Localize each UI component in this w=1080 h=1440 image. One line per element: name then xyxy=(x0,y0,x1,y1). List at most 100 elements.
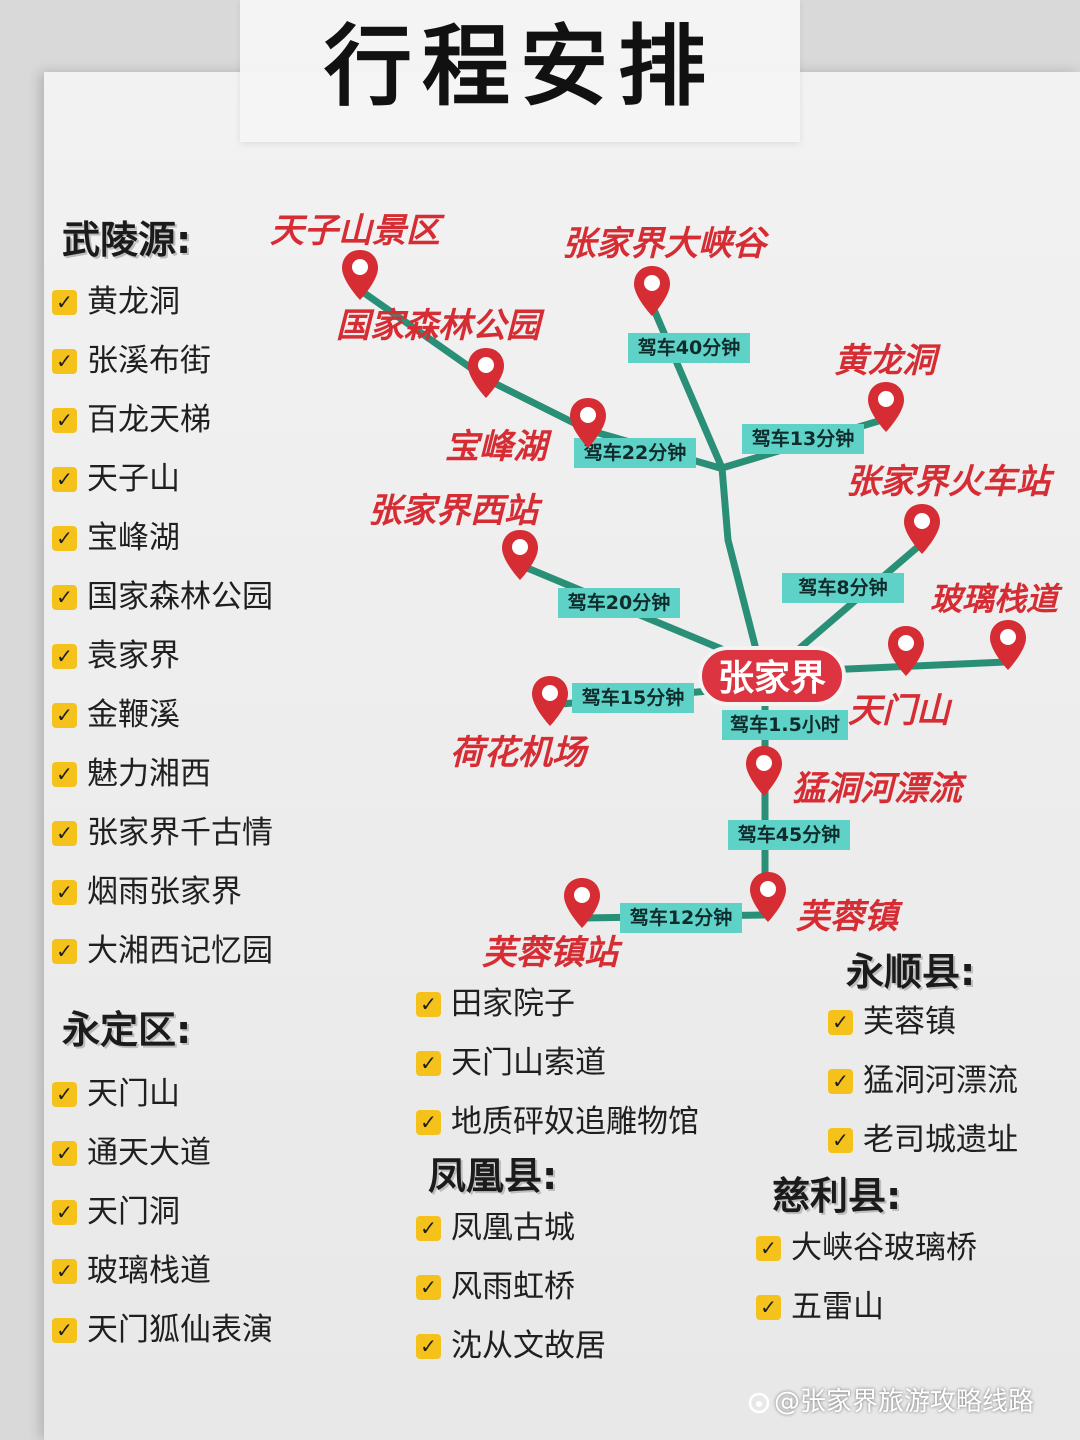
weibo-icon xyxy=(748,1392,770,1414)
item-label: 魅力湘西 xyxy=(87,756,211,792)
item-label: 玻璃栈道 xyxy=(87,1253,211,1289)
hub-label: 张家界 xyxy=(718,658,826,699)
hub-node: 张家界 xyxy=(698,646,846,706)
heading-fenghuang: 凤凰县: xyxy=(428,1154,558,1198)
place-label: 玻璃栈道 xyxy=(930,580,1063,618)
list-item: ✓ 黄龙洞 xyxy=(52,282,180,322)
place-label: 黄龙洞 xyxy=(834,341,941,381)
list-item: ✓ 天门洞 xyxy=(52,1192,180,1232)
checkbox-icon: ✓ xyxy=(416,1109,441,1135)
list-item: ✓ 五雷山 xyxy=(756,1287,884,1327)
list-item: ✓玻璃栈道 xyxy=(52,1251,211,1291)
item-label: 老司城遗址 xyxy=(863,1122,1018,1158)
list-item: ✓ 张溪布街 xyxy=(52,341,211,381)
drive-text: 驾车22分钟 xyxy=(584,441,686,464)
pin-icon xyxy=(532,676,568,726)
checkbox-icon: ✓ xyxy=(52,761,77,787)
checkbox-icon: ✓ xyxy=(52,1081,77,1107)
pin-icon xyxy=(468,348,504,398)
list-item: ✓宝峰湖 xyxy=(52,518,180,558)
checkbox-icon: ✓ xyxy=(828,1127,853,1153)
drive-label-12: 驾车12分钟 xyxy=(620,903,742,933)
checkbox-icon: ✓ xyxy=(52,938,77,964)
checkbox-icon: ✓ xyxy=(52,643,77,669)
checkbox-icon: ✓ xyxy=(828,1009,853,1035)
checkbox-icon: ✓ xyxy=(52,1140,77,1166)
item-label: 金鞭溪 xyxy=(87,697,180,733)
place-labels: 天子山景区 国家森林公园 宝峰湖 张家界大峡谷 黄龙洞 张家界火车站 张家界西站… xyxy=(270,211,1063,973)
item-label: 田家院子 xyxy=(451,986,575,1022)
item-label: 张家界千古情 xyxy=(87,815,273,851)
place-label: 天子山景区 xyxy=(270,211,445,251)
title-tape xyxy=(240,0,800,142)
route-daxiagu xyxy=(648,301,726,472)
route-lines xyxy=(356,286,1010,922)
list-item: ✓ 田家院子 xyxy=(416,984,575,1024)
place-label: 张家界大峡谷 xyxy=(562,224,770,264)
item-label: 天门狐仙表演 xyxy=(87,1312,273,1348)
list-item: ✓ 风雨虹桥 xyxy=(416,1267,575,1307)
item-label: 天门洞 xyxy=(87,1194,180,1230)
list-item: ✓ 芙蓉镇 xyxy=(828,1002,956,1042)
heading-yongshun: 永顺县: xyxy=(846,950,976,994)
place-label: 张家界西站 xyxy=(368,491,543,531)
item-label: 张溪布街 xyxy=(87,343,211,379)
checkbox-icon: ✓ xyxy=(756,1294,781,1320)
list-item: ✓国家森林公园 xyxy=(52,577,273,617)
list-item: ✓通天大道 xyxy=(52,1133,211,1173)
checkbox-icon: ✓ xyxy=(52,820,77,846)
drive-text: 驾车12分钟 xyxy=(630,906,732,929)
item-label: 五雷山 xyxy=(791,1289,884,1325)
drive-labels: 驾车40分钟 驾车22分钟 驾车13分钟 驾车8分钟 驾车20分钟 驾车15分钟… xyxy=(558,333,904,933)
checkbox-icon: ✓ xyxy=(52,525,77,551)
item-label: 猛洞河漂流 xyxy=(863,1063,1018,1099)
place-label: 猛洞河漂流 xyxy=(792,769,967,809)
checkbox-icon: ✓ xyxy=(756,1235,781,1261)
item-label: 芙蓉镇 xyxy=(863,1004,956,1040)
list-item: ✓大湘西记忆园 xyxy=(52,931,273,971)
pin-icon xyxy=(746,746,782,796)
list-item: ✓百龙天梯 xyxy=(52,400,211,440)
checkbox-icon: ✓ xyxy=(416,991,441,1017)
drive-text: 驾车15分钟 xyxy=(582,686,684,709)
checkbox-icon: ✓ xyxy=(52,289,77,315)
list-item: ✓ 老司城遗址 xyxy=(828,1120,1018,1160)
item-label: 大峡谷玻璃桥 xyxy=(791,1230,977,1266)
place-label: 天门山 xyxy=(848,691,953,731)
drive-label-22: 驾车22分钟 xyxy=(574,438,696,468)
route-trunk xyxy=(718,464,764,669)
item-label: 风雨虹桥 xyxy=(451,1269,575,1305)
item-label: 天子山 xyxy=(87,461,180,497)
item-label: 黄龙洞 xyxy=(87,284,180,320)
checkbox-icon: ✓ xyxy=(416,1050,441,1076)
place-label: 张家界火车站 xyxy=(846,462,1055,502)
checkbox-icon: ✓ xyxy=(416,1274,441,1300)
checkbox-icon: ✓ xyxy=(828,1068,853,1094)
paper-sheet xyxy=(44,72,1080,1440)
list-item: ✓ 大峡谷玻璃桥 xyxy=(756,1228,977,1268)
item-label: 天门山索道 xyxy=(451,1045,606,1081)
drive-text: 驾车45分钟 xyxy=(738,823,840,846)
heading-wulingyuan: 武陵源: xyxy=(62,218,192,262)
list-item: ✓金鞭溪 xyxy=(52,695,180,735)
list-item: ✓ 魅力湘西 xyxy=(52,754,211,794)
item-label: 凤凰古城 xyxy=(451,1210,575,1246)
list-item: ✓凤凰古城 xyxy=(416,1208,575,1248)
drive-text: 驾车20分钟 xyxy=(568,591,670,614)
drive-label-13: 驾车13分钟 xyxy=(742,424,864,454)
list-item: ✓ 猛洞河漂流 xyxy=(828,1061,1018,1101)
checkbox-icon: ✓ xyxy=(52,348,77,374)
checkbox-icon: ✓ xyxy=(52,1199,77,1225)
item-label: 烟雨张家界 xyxy=(87,874,242,910)
heading-cili: 慈利县: xyxy=(772,1174,902,1218)
checkbox-icon: ✓ xyxy=(52,466,77,492)
drive-text: 驾车13分钟 xyxy=(752,427,854,450)
drive-label-1-5h: 驾车1.5小时 xyxy=(722,710,848,740)
list-item: ✓地质砰奴追雕物馆 xyxy=(416,1102,699,1142)
list-item: ✓袁家界 xyxy=(52,636,180,676)
page-title: 行程安排 xyxy=(323,15,716,118)
list-item: ✓天门狐仙表演 xyxy=(52,1310,273,1350)
place-label: 芙蓉镇站 xyxy=(482,933,623,973)
drive-label-15: 驾车15分钟 xyxy=(572,683,694,713)
